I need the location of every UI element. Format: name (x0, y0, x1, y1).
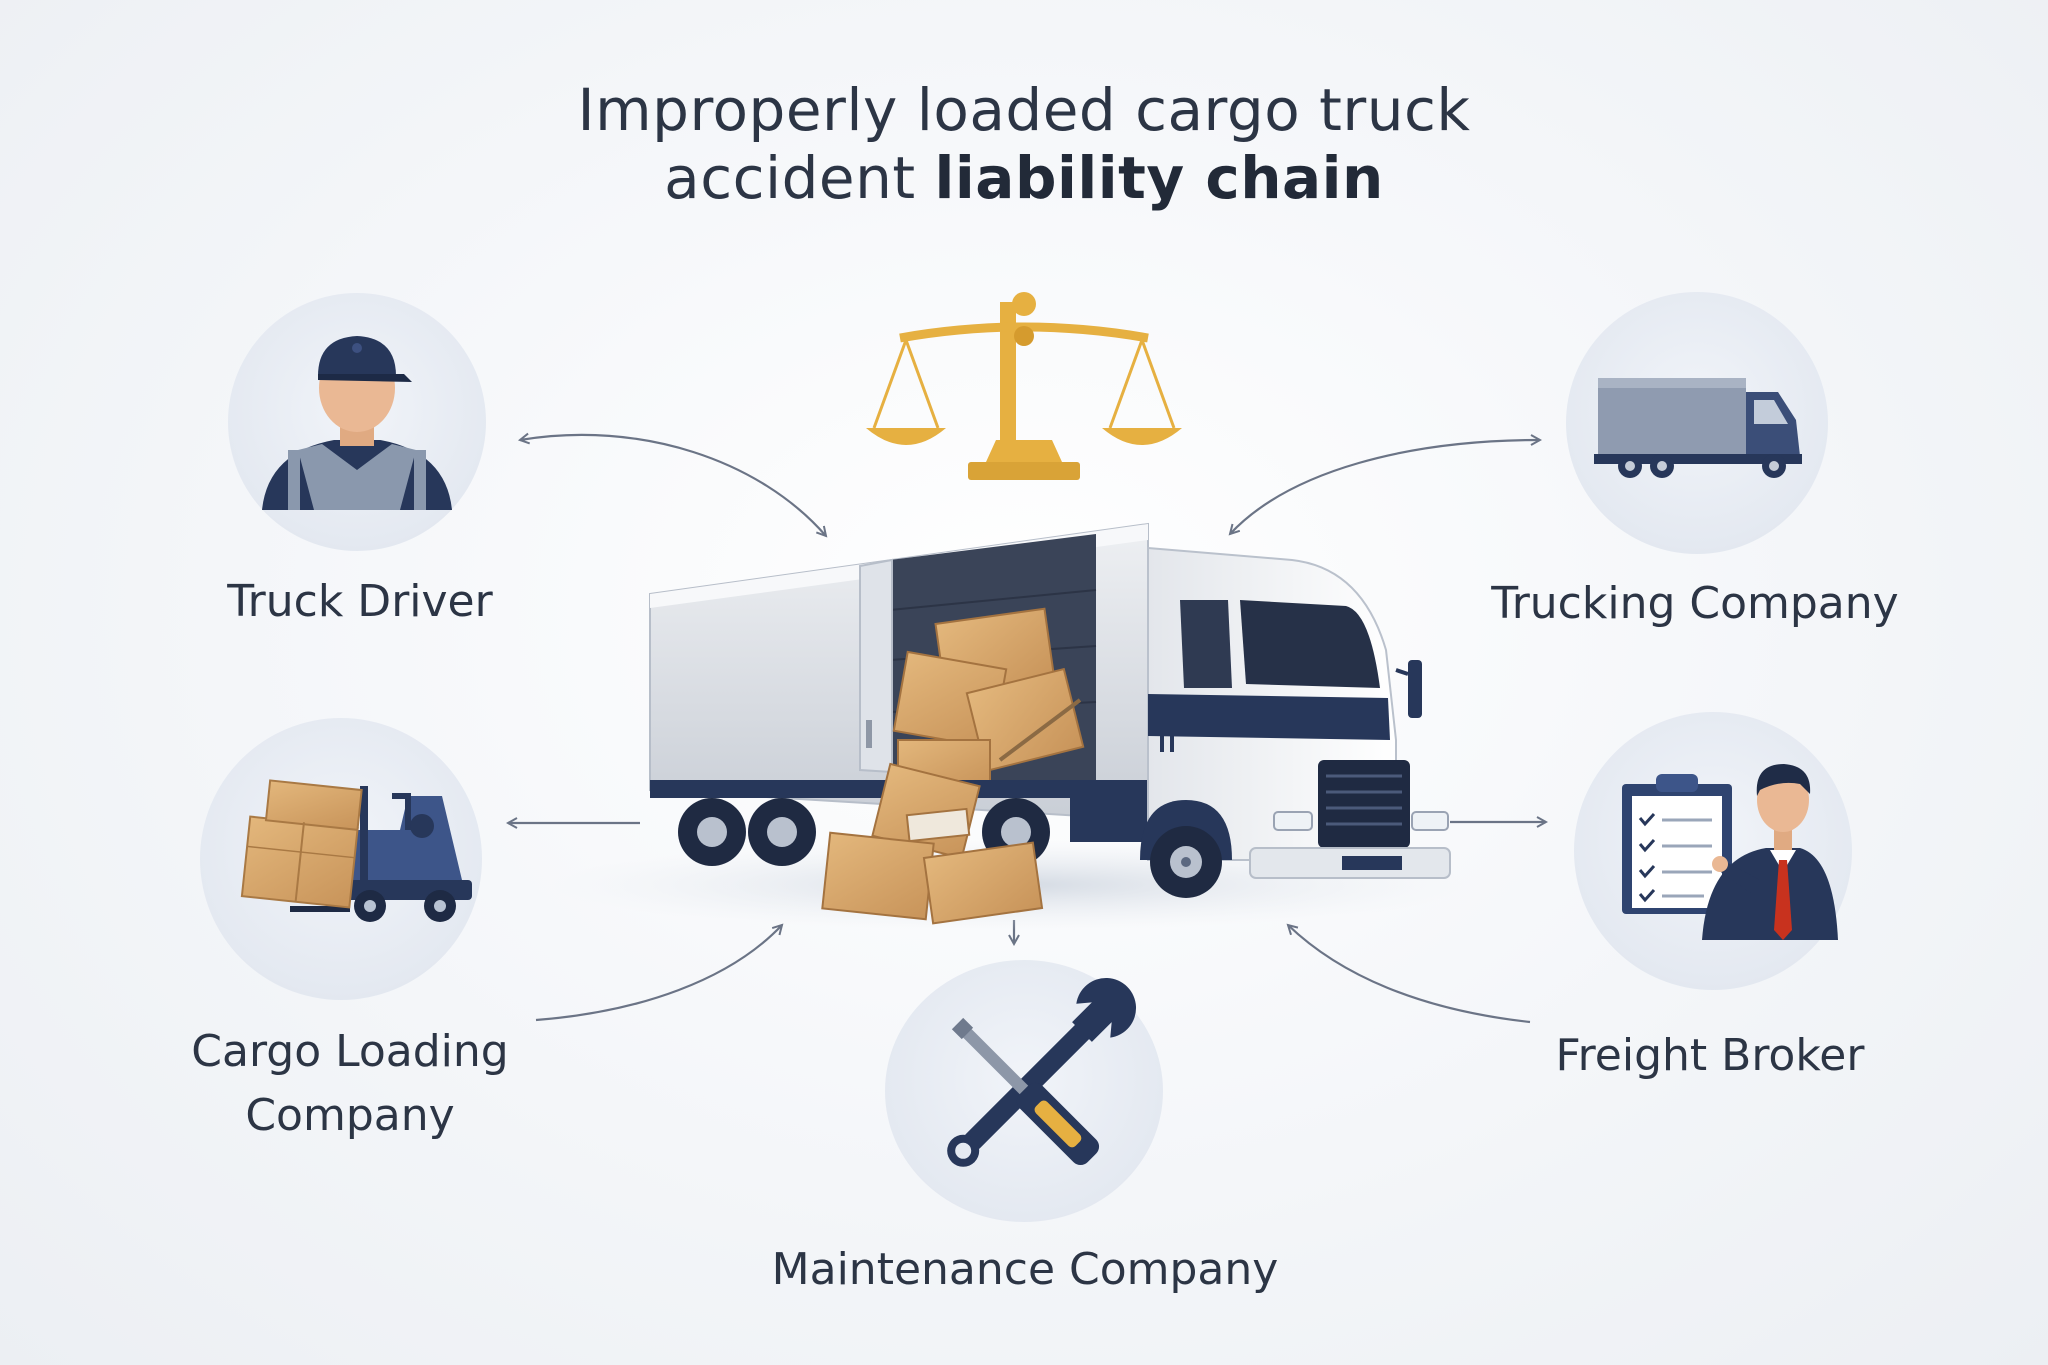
truck-driver-label: Truck Driver (227, 576, 493, 627)
arrow-trucking-company (1230, 440, 1540, 534)
wrench-screwdriver-icon (947, 978, 1136, 1167)
checklist-broker-icon (1622, 764, 1838, 940)
cargo-loading-label-line2: Company (245, 1090, 455, 1141)
title-line-2: accident liability chain (0, 144, 2048, 212)
freight-broker-label: Freight Broker (1555, 1030, 1865, 1081)
cargo-loading-label: Cargo Loading Company (160, 1020, 540, 1148)
arrow-freight-broker-lower (1288, 925, 1531, 1024)
delivery-truck-icon (1594, 378, 1802, 478)
truck-driver-icon (262, 336, 452, 510)
arrow-cargo-loading-lower (535, 925, 782, 1022)
scales-of-justice-icon (866, 292, 1182, 480)
title-line-1: Improperly loaded cargo truck (577, 76, 1471, 144)
title-line-2-prefix: accident (664, 144, 935, 212)
trucking-company-label: Trucking Company (1491, 578, 1899, 629)
maintenance-company-label: Maintenance Company (771, 1244, 1279, 1295)
cargo-truck-illustration (649, 522, 1451, 925)
connector-arrows (508, 435, 1546, 1024)
arrow-truck-driver (520, 435, 826, 536)
forklift-icon (240, 779, 472, 922)
spilled-cargo (821, 698, 1082, 925)
title-line-2-bold: liability chain (934, 144, 1384, 212)
cargo-loading-label-line1: Cargo Loading (191, 1026, 509, 1077)
diagram-title: Improperly loaded cargo truck accident l… (0, 76, 2048, 212)
